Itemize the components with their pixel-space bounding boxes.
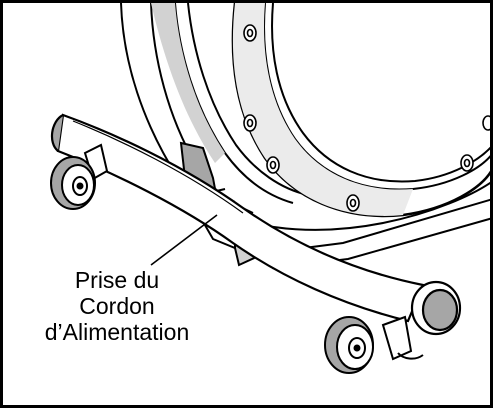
housing-ring-arc-2 — [187, 3, 309, 196]
face-ring-inner — [263, 3, 490, 191]
callout-line-1: Prise du — [74, 267, 160, 293]
stabilizer-highlight — [72, 120, 244, 214]
bolt-right — [460, 154, 474, 172]
callout-line-2: Cordon — [79, 293, 155, 319]
housing-ring-arc-1 — [174, 3, 294, 204]
power-socket-callout: Prise du Cordon d’Alimentation — [11, 267, 223, 345]
bolt-bottom — [346, 194, 360, 212]
tube-right-cap — [421, 288, 459, 332]
face-ring-shade — [232, 3, 413, 216]
face-ring-inner-2 — [271, 3, 490, 183]
left-wheel-axle — [76, 182, 84, 190]
bolt-top — [243, 24, 257, 42]
callout-line-3: d’Alimentation — [44, 319, 190, 345]
bolt-upper-left — [243, 114, 257, 132]
callout-leader-line — [150, 214, 218, 266]
right-wheel — [324, 315, 424, 374]
left-wheel — [50, 143, 109, 210]
stabilizer-tube — [50, 113, 462, 336]
right-wheel-bracket — [381, 315, 413, 361]
housing-shade-band — [151, 3, 225, 163]
right-wheel-fender — [397, 352, 424, 360]
bolt-far-right — [482, 115, 490, 131]
elliptical-base-illustration — [50, 3, 490, 374]
tube-left-cap — [50, 114, 64, 152]
face-ring-bolts — [243, 24, 490, 212]
right-wheel-axle — [353, 344, 361, 352]
bolt-left — [266, 156, 280, 174]
